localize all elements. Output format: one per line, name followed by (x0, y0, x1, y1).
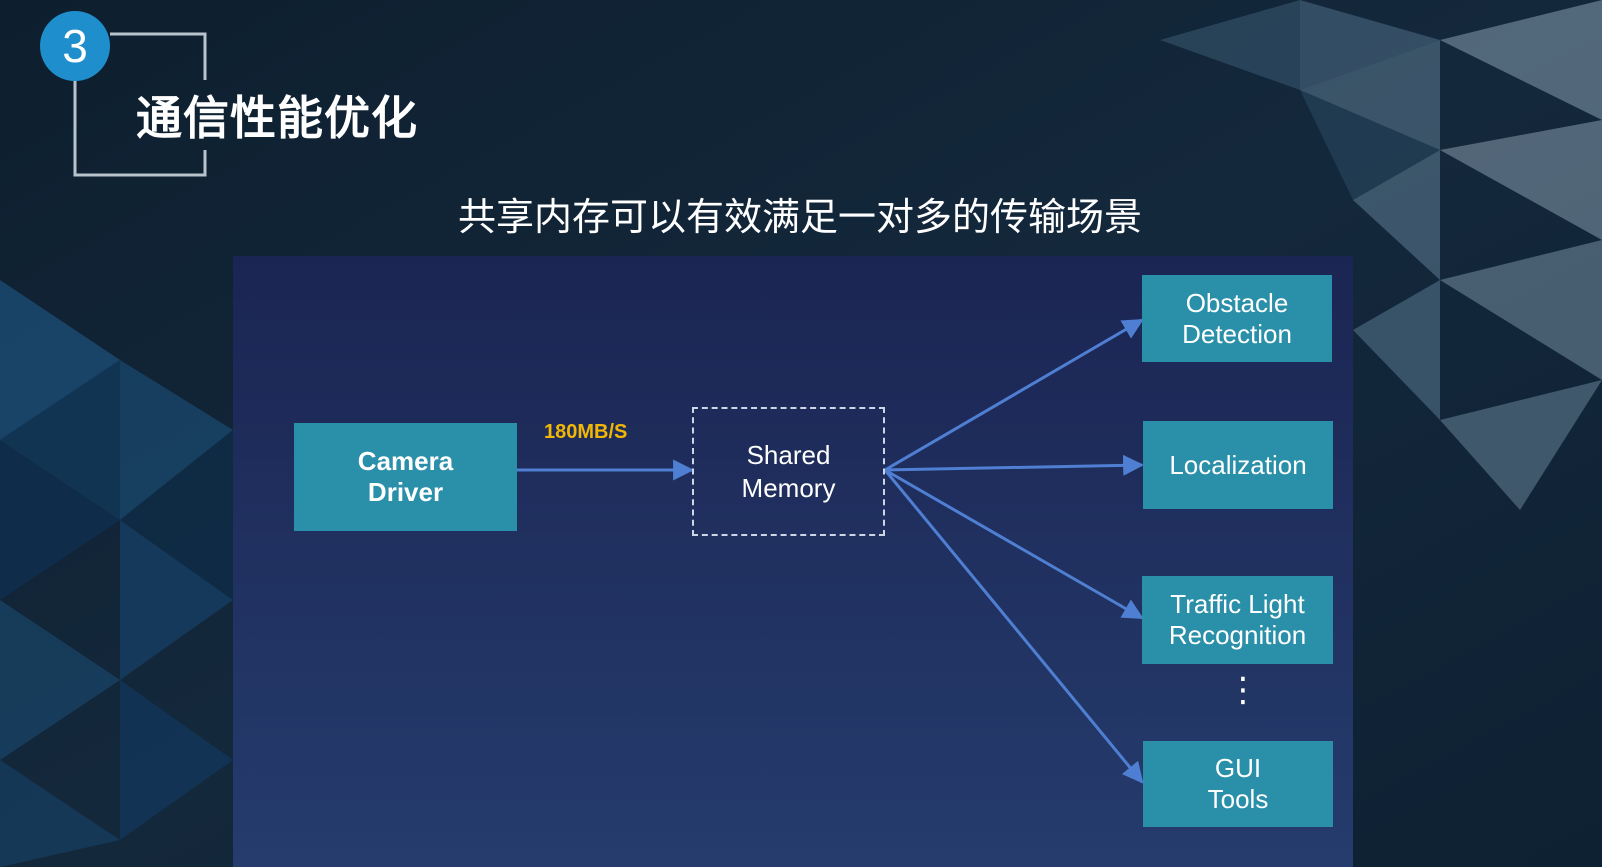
arrow-to-localization (884, 454, 1145, 476)
section-number-badge: 3 (40, 11, 110, 81)
traffic-light-recognition-node: Traffic Light Recognition (1142, 576, 1333, 664)
gui-tools-label-line1: GUI (1214, 753, 1262, 783)
camera-driver-label-line2: Driver (367, 477, 444, 507)
gui-tools-label-line2: Tools (1207, 784, 1269, 814)
throughput-label: 180MB/S (544, 421, 628, 443)
shared-memory-label-line1: Shared (746, 439, 831, 470)
traffic-light-recognition-label-line2: Recognition (1168, 620, 1307, 650)
more-consumers-ellipsis: ⋮ (1226, 670, 1260, 710)
camera-driver-node: Camera Driver (294, 423, 517, 531)
arrow-to-obstacle-detection (884, 318, 1144, 472)
camera-driver-label-line1: Camera (357, 446, 454, 476)
localization-node: Localization (1143, 421, 1333, 509)
section-number: 3 (62, 20, 88, 72)
traffic-light-recognition-label-line1: Traffic Light (1170, 589, 1305, 619)
obstacle-detection-label-line2: Detection (1182, 318, 1292, 349)
obstacle-detection-label-line1: Obstacle (1185, 287, 1289, 318)
gui-tools-node: GUI Tools (1143, 741, 1333, 827)
section-title: 通信性能优化 (136, 91, 418, 145)
localization-label: Localization (1169, 449, 1307, 480)
arrow-to-gui-tools (883, 469, 1144, 784)
slide-subtitle: 共享内存可以有效满足一对多的传输场景 (457, 195, 1142, 239)
shared-memory-label-line2: Memory (741, 472, 836, 503)
obstacle-detection-node: Obstacle Detection (1142, 275, 1332, 362)
arrow-to-traffic-light-recognition (884, 468, 1144, 620)
shared-memory-node: Shared Memory (692, 407, 885, 536)
